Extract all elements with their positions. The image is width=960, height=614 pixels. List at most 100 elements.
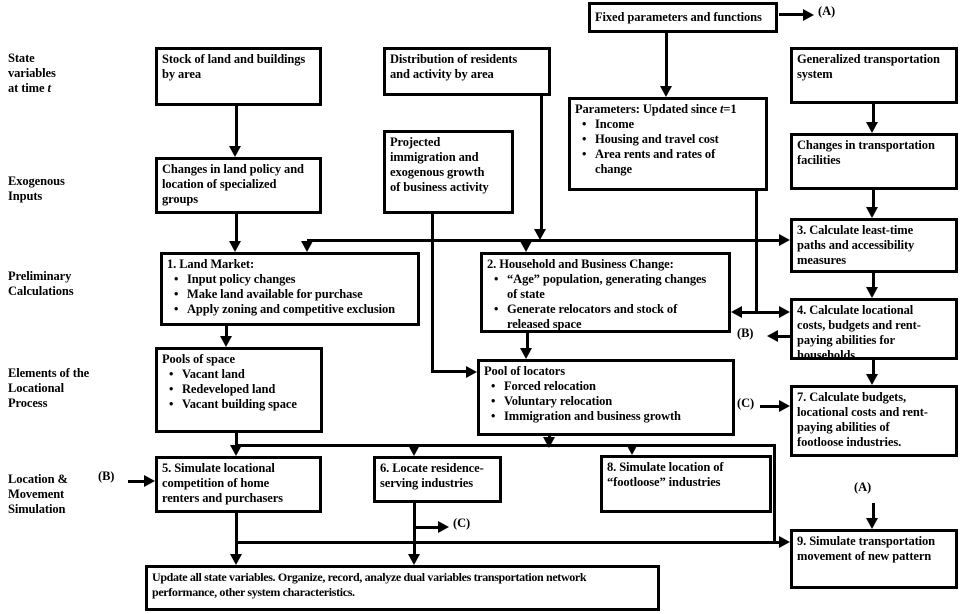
text-line: Generate relocators and stock of bbox=[507, 302, 678, 316]
text-line: Generalized transportation bbox=[797, 52, 940, 66]
text-line: 3. Calculate least-time bbox=[797, 223, 914, 237]
text-line: Make land available for purchase bbox=[187, 287, 363, 301]
connector-distribution-down bbox=[540, 96, 543, 229]
text-line: groups bbox=[162, 192, 198, 206]
text-line: locational costs and rent- bbox=[797, 405, 928, 419]
connector-projected-down bbox=[431, 214, 434, 372]
text-line: paying abilities of bbox=[797, 420, 890, 434]
bullet-item: Forced relocation bbox=[484, 379, 728, 394]
arrow-head bbox=[866, 122, 878, 133]
text-line: Area rents and rates of bbox=[595, 147, 716, 161]
bullet-item: Voluntary relocation bbox=[484, 394, 728, 409]
bullet-item: Income bbox=[575, 117, 761, 132]
text-line: change bbox=[595, 162, 632, 176]
arrow-head bbox=[520, 348, 532, 359]
label-b-target: (B) bbox=[98, 469, 115, 483]
bullet-text: Generate relocators and stock ofreleased… bbox=[507, 302, 724, 330]
box-update-state-variables: Update all state variables. Organize, re… bbox=[145, 565, 660, 611]
label-a-target: (A) bbox=[854, 480, 872, 494]
connector-pools-to-sim5 bbox=[235, 433, 238, 445]
connector-c-to-box7 bbox=[760, 405, 780, 408]
text-line: of business activity bbox=[390, 180, 489, 194]
arrow-head bbox=[144, 475, 155, 487]
box-title: 2. Household and Business Change: bbox=[487, 257, 674, 271]
text-line: Exogenous bbox=[8, 174, 65, 188]
box-text: 8. Simulate location of“footloose” indus… bbox=[607, 460, 765, 490]
text-line: Immigration and business growth bbox=[504, 409, 681, 423]
connector-box2-box4-double bbox=[741, 311, 781, 314]
text-line: households bbox=[797, 348, 856, 360]
label-c-target: (C) bbox=[737, 396, 755, 410]
bullet-text: Income bbox=[595, 117, 761, 132]
bullet-text: Vacant building space bbox=[182, 397, 316, 412]
bullet-text: Immigration and business growth bbox=[504, 409, 728, 424]
text-line: measures bbox=[797, 253, 846, 267]
text-line: paying abilities for bbox=[797, 333, 896, 347]
connector-fixed-to-a bbox=[779, 13, 803, 16]
label-a-source: (A) bbox=[818, 4, 836, 18]
arrow-head bbox=[408, 445, 420, 456]
connector-parameters-down bbox=[755, 191, 758, 312]
text-line: Voluntary relocation bbox=[504, 394, 613, 408]
connector-sim5-to-update bbox=[235, 513, 238, 554]
text-line: Redeveloped land bbox=[182, 382, 276, 396]
text-line: Elements of the bbox=[8, 366, 90, 380]
arrow-head bbox=[230, 445, 242, 456]
text-line: Stock of land and buildings bbox=[162, 52, 306, 66]
bullet-text: Make land available for purchase bbox=[187, 287, 413, 302]
arrow-head bbox=[520, 241, 532, 252]
arrow-head bbox=[301, 241, 313, 252]
text-line: exogenous growth bbox=[390, 165, 485, 179]
connector-bus-simulation bbox=[236, 444, 776, 447]
text-line: “footloose” industries bbox=[607, 475, 721, 489]
connector-fixed-to-parameters bbox=[665, 33, 668, 86]
arrow-head bbox=[626, 444, 638, 455]
connector-box2-to-locators bbox=[526, 333, 529, 348]
arrow-head bbox=[731, 306, 742, 318]
text-line: Process bbox=[8, 396, 48, 410]
box-1-land-market: 1. Land Market: Input policy changes Mak… bbox=[160, 252, 420, 326]
text-line: Input policy changes bbox=[187, 272, 296, 286]
arrow-head bbox=[767, 330, 778, 342]
bullet-text: Vacant land bbox=[182, 367, 316, 382]
box-text: Update all state variables. Organize, re… bbox=[152, 570, 653, 600]
bullet-item: Vacant building space bbox=[162, 397, 316, 412]
bullet-text: Redeveloped land bbox=[182, 382, 316, 397]
box-6-locate-residence-serving: 6. Locate residence-serving industries bbox=[373, 456, 502, 503]
bullet-text: Input policy changes bbox=[187, 272, 413, 287]
label-b-source: (B) bbox=[737, 326, 754, 340]
connector-locate6-to-c bbox=[413, 526, 438, 529]
text-line: “Age” population, generating changes bbox=[507, 272, 707, 286]
text-line: Distribution of residents bbox=[390, 52, 518, 66]
connector-calc4-to-calc7 bbox=[872, 358, 875, 374]
bullet-item: Apply zoning and competitive exclusion bbox=[167, 302, 413, 317]
text-line: Locational bbox=[8, 381, 64, 395]
text-line: Forced relocation bbox=[504, 379, 596, 393]
arrow-head bbox=[866, 374, 878, 385]
box-title: 1. Land Market: bbox=[167, 257, 255, 271]
box-text: 6. Locate residence-serving industries bbox=[380, 461, 495, 491]
text-line: location of specialized bbox=[162, 177, 277, 191]
text-line: immigration and bbox=[390, 150, 479, 164]
arrow-head bbox=[438, 521, 449, 533]
connector-b-to-sim5 bbox=[128, 480, 145, 483]
text-line: performance, other system characteristic… bbox=[152, 585, 355, 599]
bullet-item: Vacant land bbox=[162, 367, 316, 382]
